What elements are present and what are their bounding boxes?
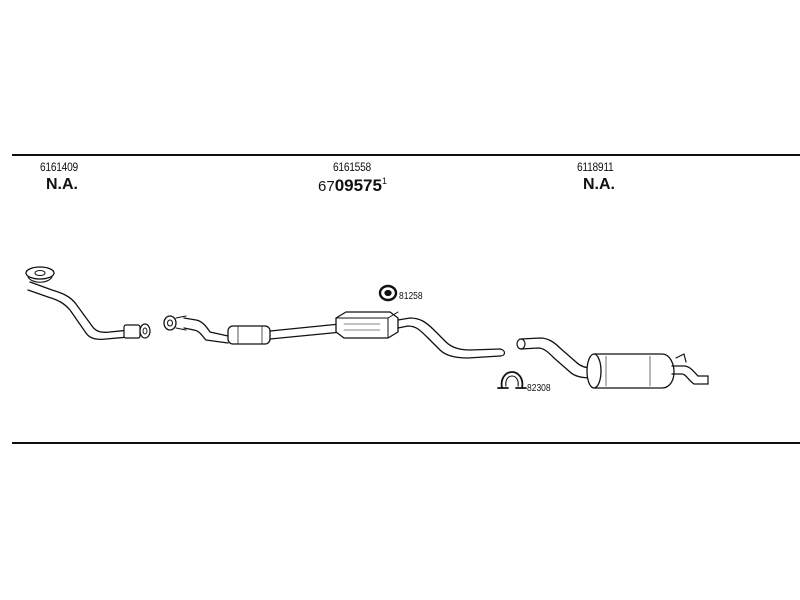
middle-silencer-part-number: 6161558	[333, 160, 371, 174]
alternate-number-superscript: 1	[381, 176, 387, 186]
front-pipe-status: N.A.	[46, 176, 78, 193]
top-divider	[12, 154, 800, 156]
rear-silencer-part-number: 6118911	[577, 160, 614, 174]
middle-silencer-alternate-number: 67095751	[318, 176, 387, 196]
rear-silencer-status: N.A.	[583, 176, 615, 193]
pipe-clamp-part-number: 82308	[527, 383, 551, 394]
front-pipe-part-number: 6161409	[40, 160, 78, 174]
middle-silencer-assembly	[163, 311, 506, 359]
alternate-number-main: 09575	[334, 176, 382, 195]
rubber-mount-part-number: 81258	[399, 291, 423, 302]
alternate-number-prefix: 67	[318, 178, 335, 195]
front-pipe	[25, 266, 151, 340]
bottom-divider	[12, 442, 800, 444]
rear-silencer-assembly	[516, 337, 709, 389]
pipe-clamp	[497, 371, 527, 389]
rubber-mount	[378, 284, 398, 302]
